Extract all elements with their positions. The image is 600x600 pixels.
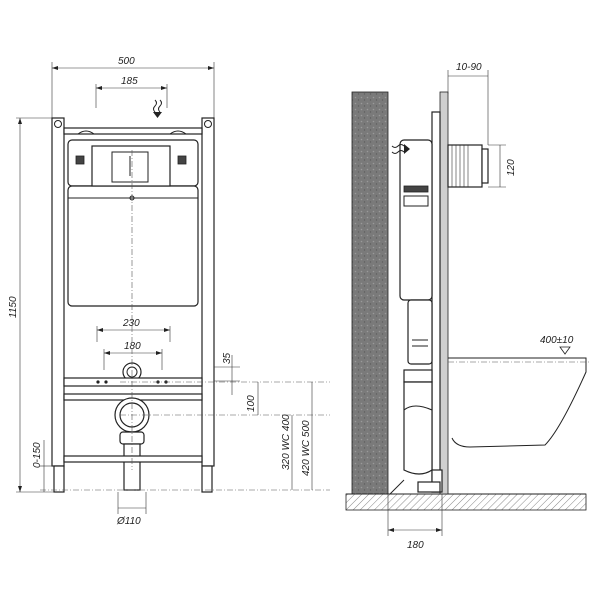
dim-duct-label: 120 bbox=[506, 159, 517, 176]
dim-wc400-label: 320 WC 400 bbox=[281, 414, 292, 470]
left-anchor-hole bbox=[54, 120, 62, 128]
drain-bend-side bbox=[403, 369, 433, 383]
duct-connector bbox=[447, 144, 483, 188]
frame-right-post bbox=[201, 117, 215, 467]
left-foot bbox=[53, 465, 65, 493]
frame-bottom-bar bbox=[63, 455, 203, 463]
seat-level-marker bbox=[559, 346, 571, 355]
dim-230-label: 230 bbox=[122, 318, 140, 329]
side-frame bbox=[431, 111, 441, 493]
dim-185-label: 185 bbox=[121, 76, 138, 87]
water-inlet-icon bbox=[153, 99, 157, 113]
dim-feet-label: 0-150 bbox=[32, 442, 43, 468]
frame-left-post bbox=[51, 117, 65, 467]
dim-100-label: 100 bbox=[246, 395, 257, 412]
water-inlet-side-icon bbox=[391, 144, 405, 148]
front-view: 500 185 230 bbox=[8, 56, 330, 527]
side-view: 10-90 120 400±10 180 bbox=[345, 62, 590, 551]
flush-pipe-side bbox=[407, 299, 433, 365]
front-panel bbox=[439, 91, 449, 495]
dim-depth-label: 10-90 bbox=[456, 62, 482, 73]
right-anchor-hole bbox=[204, 120, 212, 128]
dim-500-label: 500 bbox=[118, 56, 135, 67]
cistern-tank bbox=[67, 185, 199, 307]
wall bbox=[351, 91, 389, 495]
dim-1150-label: 1150 bbox=[8, 296, 19, 318]
cistern-side bbox=[399, 139, 433, 301]
right-foot bbox=[201, 465, 213, 493]
frame-top-bar bbox=[63, 127, 203, 135]
toilet-bowl bbox=[448, 357, 587, 448]
dim-seat-label: 400±10 bbox=[540, 335, 574, 346]
dim-180-side-label: 180 bbox=[407, 540, 424, 551]
dim-35-label: 35 bbox=[222, 352, 233, 364]
dim-180-front-label: 180 bbox=[124, 341, 141, 352]
floor bbox=[345, 493, 587, 511]
dim-pipe-label: Ø110 bbox=[116, 516, 141, 527]
flush-plate-opening bbox=[91, 145, 171, 187]
dim-wc500-label: 420 WC 500 bbox=[301, 420, 312, 476]
